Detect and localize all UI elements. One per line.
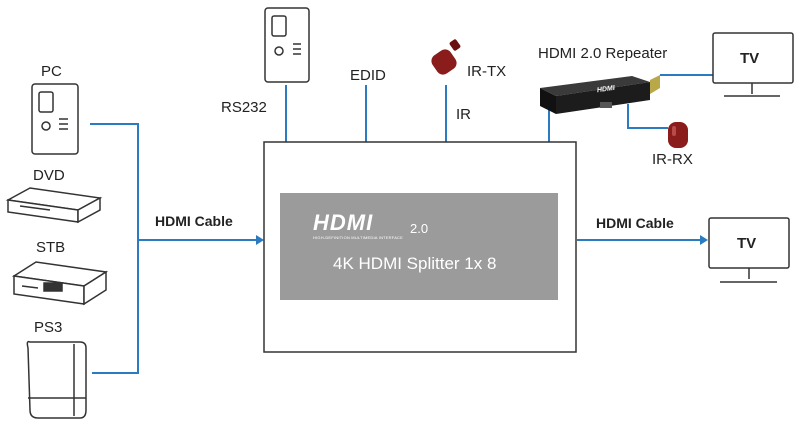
dvd-label: DVD — [33, 167, 65, 184]
ir-tx-label: IR-TX — [467, 63, 507, 80]
tv-bottom-icon — [708, 217, 790, 283]
hdmi-version-label: 2.0 — [410, 221, 429, 236]
splitter-front-panel — [280, 193, 558, 300]
hdmi-logo-tagline: HIGH-DEFINITION MULTIMEDIA INTERFACE — [313, 235, 404, 240]
pc-label: PC — [41, 63, 62, 80]
hdmi-repeater-device — [540, 75, 660, 114]
rs232-label: RS232 — [221, 99, 267, 116]
source-bus-line — [90, 123, 139, 374]
hdmi-cable-left-label: HDMI Cable — [155, 213, 233, 229]
hdmi-cable-right-label: HDMI Cable — [596, 215, 674, 231]
splitter-title: 4K HDMI Splitter 1x 8 — [333, 254, 497, 273]
ir-tx-emitter-icon — [431, 39, 461, 75]
ps3-label: PS3 — [34, 319, 63, 336]
ps3-console-icon — [26, 340, 87, 419]
ir-rx-receiver-icon — [668, 122, 688, 148]
ir-label: IR — [456, 106, 471, 123]
hdmi-out-arrow — [700, 235, 708, 245]
hdmi-logo: HDMI — [313, 210, 374, 235]
tv-top-label: TV — [740, 50, 760, 67]
dvd-player-icon — [5, 187, 103, 224]
connections — [90, 74, 713, 374]
edid-label: EDID — [350, 67, 386, 84]
rs232-pc-tower-icon — [264, 7, 310, 83]
stb-label: STB — [36, 239, 66, 256]
ir-rx-line — [627, 104, 668, 129]
tv-top-icon — [712, 32, 794, 97]
stb-icon — [11, 261, 109, 306]
ir-rx-label: IR-RX — [652, 151, 693, 168]
pc-tower-icon — [31, 83, 79, 155]
repeater-label: HDMI 2.0 Repeater — [538, 45, 668, 62]
tv-bottom-label: TV — [737, 235, 757, 252]
hdmi-in-arrow — [256, 235, 264, 245]
